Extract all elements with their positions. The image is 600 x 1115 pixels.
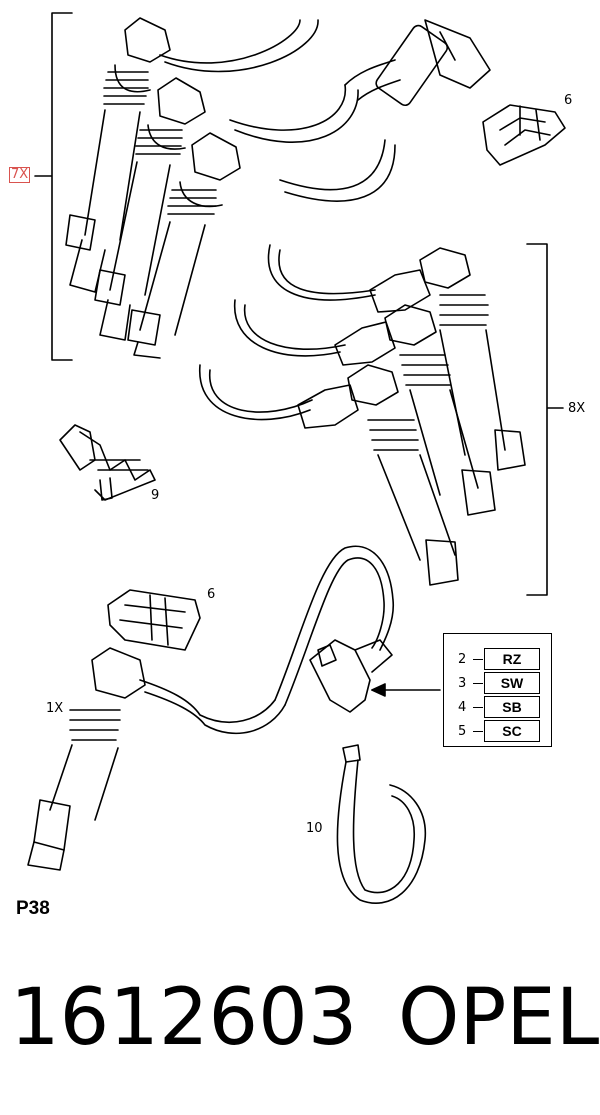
legend-number: 3 xyxy=(458,676,467,691)
legend-code: SW xyxy=(484,672,540,694)
cable-tie-10 xyxy=(336,744,427,905)
legend-number: 5 xyxy=(458,724,467,739)
legend-code: SC xyxy=(484,720,540,742)
quantity-label-1x: 1X xyxy=(46,701,64,716)
legend-leader xyxy=(473,707,483,708)
clip-6-top xyxy=(482,104,566,166)
legend-leader xyxy=(473,683,483,684)
diagram-page-code: P38 xyxy=(16,898,50,919)
quantity-label-8x: 8X xyxy=(568,401,586,416)
single-plug-1x xyxy=(27,545,395,871)
top-plug-group xyxy=(65,17,491,359)
legend-number: 2 xyxy=(458,652,467,667)
brand-name: OPEL xyxy=(398,973,600,1063)
legend-row: 3 SW xyxy=(444,672,551,694)
legend-code: RZ xyxy=(484,648,540,670)
legend-code: SB xyxy=(484,696,540,718)
callout-separator: 9 xyxy=(151,488,160,503)
legend-row: 4 SB xyxy=(444,696,551,718)
part-number: 1612603 xyxy=(10,973,358,1063)
mid-plug-group xyxy=(199,244,526,586)
callout-clip-mid: 6 xyxy=(207,587,216,602)
legend-leader xyxy=(473,731,483,732)
legend-row: 5 SC xyxy=(444,720,551,742)
callout-clip-top: 6 xyxy=(564,93,573,108)
callout-cable-tie: 10 xyxy=(306,821,323,836)
clip-6-mid xyxy=(107,589,201,651)
legend-number: 4 xyxy=(458,700,467,715)
legend-row: 2 RZ xyxy=(444,648,551,670)
angled-connector xyxy=(309,639,441,713)
bracket-8x xyxy=(526,243,564,596)
legend-leader xyxy=(473,659,483,660)
color-code-legend: 2 RZ 3 SW 4 SB 5 SC xyxy=(443,633,552,747)
quantity-label-7x: 7X xyxy=(9,167,31,183)
bracket-7x xyxy=(34,12,73,361)
separator-9 xyxy=(59,424,156,501)
